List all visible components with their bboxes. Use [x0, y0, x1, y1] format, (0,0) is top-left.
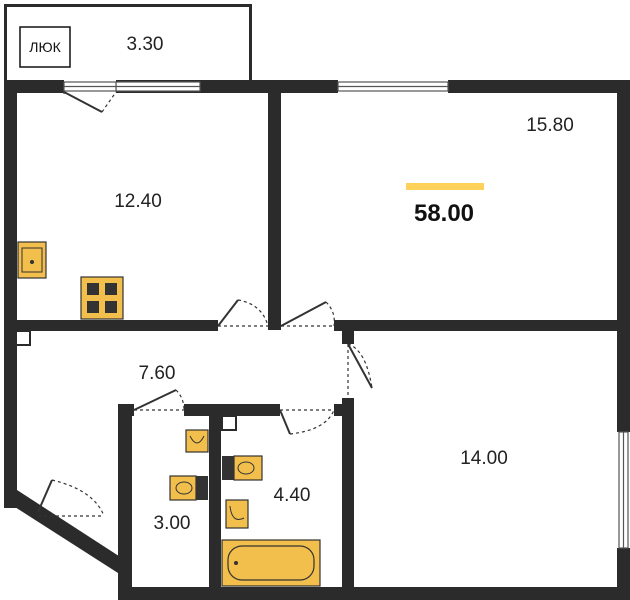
- total-area: 58.00: [414, 200, 474, 227]
- room-area-bedroom: 14.00: [460, 448, 508, 469]
- room-area-hallway: 7.60: [139, 363, 176, 384]
- bathtub-icon: [221, 539, 321, 587]
- total-area-underline: [406, 183, 484, 190]
- bathroom-sink-icon: [225, 499, 249, 529]
- toilet-sink-icon: [185, 429, 209, 453]
- room-area-balcony: 3.30: [127, 34, 164, 55]
- walls: [4, 4, 630, 600]
- hatch-label: ЛЮК: [29, 39, 61, 55]
- room-area-kitchen: 12.40: [114, 191, 162, 212]
- bathroom-toilet-icon: [222, 455, 263, 481]
- windows: [63, 81, 629, 549]
- stove-icon: [80, 276, 124, 320]
- doors: [37, 91, 373, 517]
- toilet-icon: [169, 475, 208, 501]
- room-area-bathroom: 4.40: [274, 485, 311, 506]
- hatch-box: ЛЮК: [19, 26, 71, 68]
- kitchen-sink-icon: [17, 241, 47, 279]
- room-area-toilet: 3.00: [154, 513, 191, 534]
- room-area-living: 15.80: [526, 115, 574, 136]
